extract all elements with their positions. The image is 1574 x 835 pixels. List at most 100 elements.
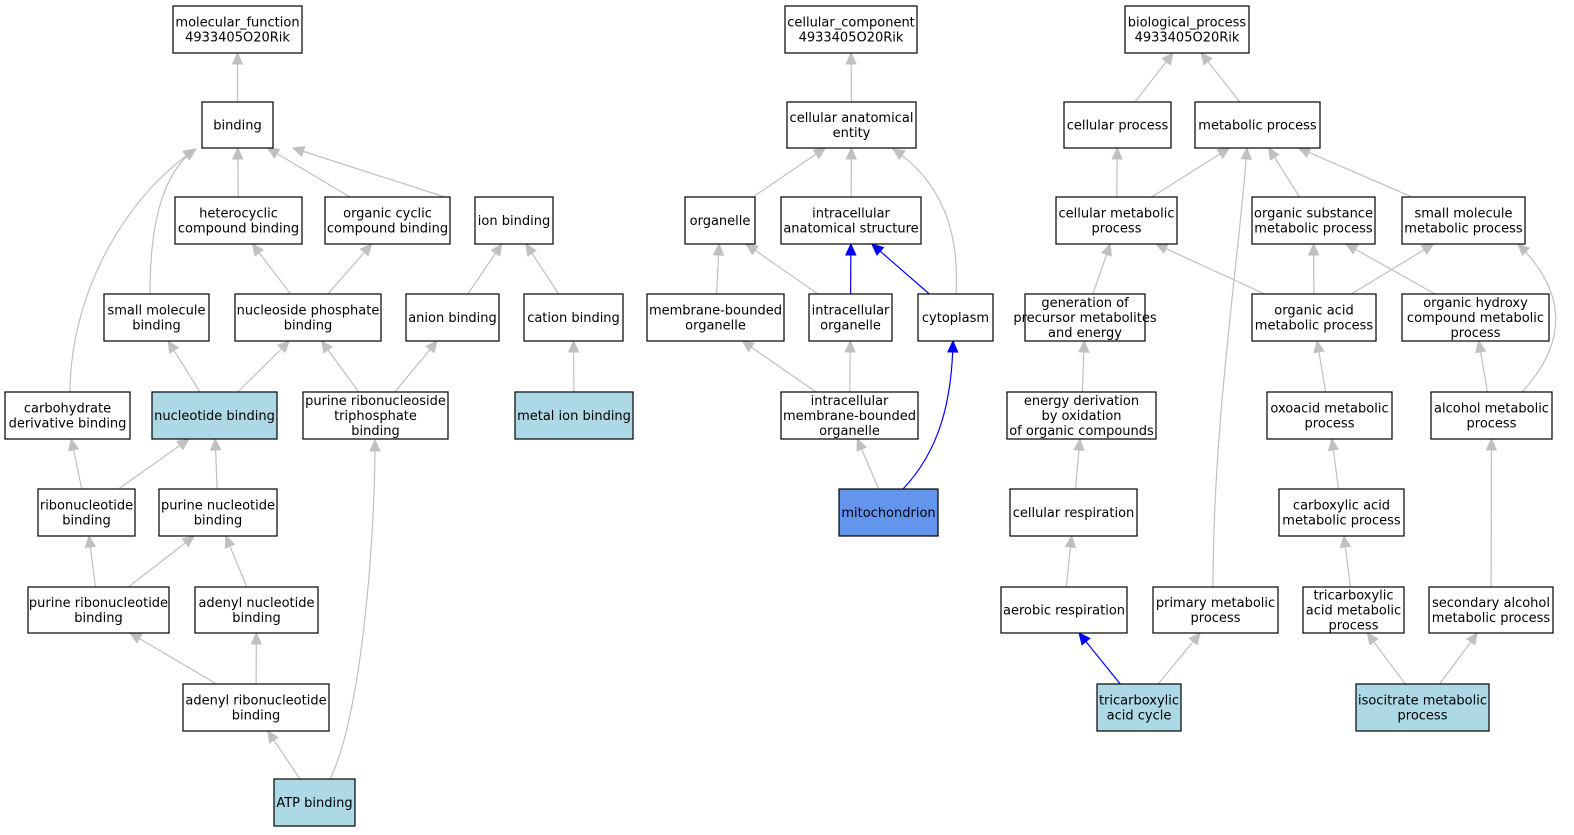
edge-ribonucleotide-to-carbohydrate_deriv bbox=[72, 449, 83, 490]
node-label-line: membrane-bounded bbox=[649, 304, 782, 319]
node-label-line: isocitrate metabolic bbox=[1358, 694, 1487, 709]
edge-purine_ribonucleotide-to-purine_nucleotide bbox=[128, 542, 186, 588]
go-term-node-mitochondrion[interactable]: mitochondrion bbox=[838, 488, 939, 537]
node-box bbox=[474, 196, 554, 245]
go-term-node-cellular_process[interactable]: cellular process bbox=[1063, 101, 1172, 149]
edge-arrowhead-59 bbox=[1078, 632, 1091, 646]
edge-organic_acid-to-cellular_metabolic bbox=[1165, 248, 1265, 295]
node-label-line: triphosphate bbox=[334, 409, 417, 424]
node-label-line: biological_process bbox=[1128, 16, 1247, 31]
node-label-line: mitochondrion bbox=[841, 506, 935, 521]
node-label-line: precursor metabolites bbox=[1013, 311, 1156, 326]
node-label-line: small molecule bbox=[1415, 207, 1513, 222]
go-term-node-organelle[interactable]: organelle bbox=[684, 196, 756, 245]
edge-membrane_bounded-to-organelle bbox=[716, 254, 720, 295]
node-label-line: intracellular bbox=[812, 207, 890, 222]
go-term-node-ion_binding[interactable]: ion binding bbox=[474, 196, 554, 245]
go-term-node-metabolic_process[interactable]: metabolic process bbox=[1194, 101, 1321, 149]
node-label-line: membrane-bounded bbox=[783, 409, 916, 424]
go-term-node-metal_ion[interactable]: metal ion binding bbox=[514, 391, 634, 440]
node-box bbox=[917, 293, 994, 342]
node-box bbox=[1251, 196, 1376, 245]
node-label-line: cellular_component bbox=[787, 16, 915, 31]
node-label-line: binding bbox=[213, 119, 261, 134]
node-label-line: organic acid bbox=[1274, 304, 1353, 319]
node-label-line: by oxidation bbox=[1041, 409, 1121, 424]
node-label-line: organelle bbox=[685, 319, 746, 334]
node-label-line: process bbox=[1451, 326, 1501, 341]
go-term-node-atp_binding[interactable]: ATP binding bbox=[273, 778, 356, 827]
node-box bbox=[182, 683, 330, 732]
go-term-node-cation_binding[interactable]: cation binding bbox=[523, 293, 624, 342]
node-box bbox=[1124, 5, 1250, 54]
go-term-node-cellular_respiration[interactable]: cellular respiration bbox=[1009, 488, 1138, 537]
node-label-line: binding bbox=[284, 319, 332, 334]
node-box bbox=[158, 488, 278, 537]
edge-arrowhead-30 bbox=[712, 242, 725, 256]
edge-arrowhead-60 bbox=[1188, 632, 1201, 646]
node-box bbox=[1152, 586, 1279, 634]
edge-atp_binding-to-purine_ribonucleoside_tp bbox=[329, 439, 376, 780]
edge-arrowhead-51 bbox=[1517, 243, 1531, 257]
go-term-node-cytoplasm[interactable]: cytoplasm bbox=[917, 293, 994, 342]
node-label-line: metabolic process bbox=[1254, 222, 1373, 237]
node-label-line: process bbox=[1191, 611, 1241, 626]
node-box bbox=[784, 5, 918, 54]
go-term-node-aerobic_respiration[interactable]: aerobic respiration bbox=[1000, 586, 1128, 634]
edge-arrowhead-36 bbox=[856, 437, 868, 452]
edge-arrowhead-46 bbox=[1154, 243, 1169, 255]
node-label-line: heterocyclic bbox=[199, 207, 278, 222]
go-term-node-anion_binding[interactable]: anion binding bbox=[405, 293, 500, 342]
node-box bbox=[4, 391, 131, 440]
edge-arrowhead-45 bbox=[1100, 242, 1112, 257]
edge-alcohol_metabolic-to-small_mol_metabolic bbox=[1517, 243, 1557, 393]
go-term-node-binding[interactable]: binding bbox=[201, 101, 274, 149]
node-label-line: metal ion binding bbox=[517, 409, 631, 424]
node-label-line: 4933405O20Rik bbox=[799, 31, 904, 46]
edge-arrowhead-4 bbox=[291, 146, 306, 158]
edge-arrowhead-13 bbox=[320, 340, 333, 354]
node-box bbox=[514, 391, 634, 440]
go-term-node-nucleotide_binding[interactable]: nucleotide binding bbox=[151, 391, 278, 440]
node-label-line: cation binding bbox=[527, 311, 620, 326]
edge-arrowhead-34 bbox=[741, 340, 756, 353]
edge-arrowhead-52 bbox=[1078, 339, 1090, 353]
edge-organic_acid-to-small_mol_metabolic bbox=[1351, 249, 1425, 295]
edge-ribonucleotide-to-nucleotide_binding bbox=[118, 444, 181, 490]
node-label-line: metabolic process bbox=[1282, 514, 1401, 529]
